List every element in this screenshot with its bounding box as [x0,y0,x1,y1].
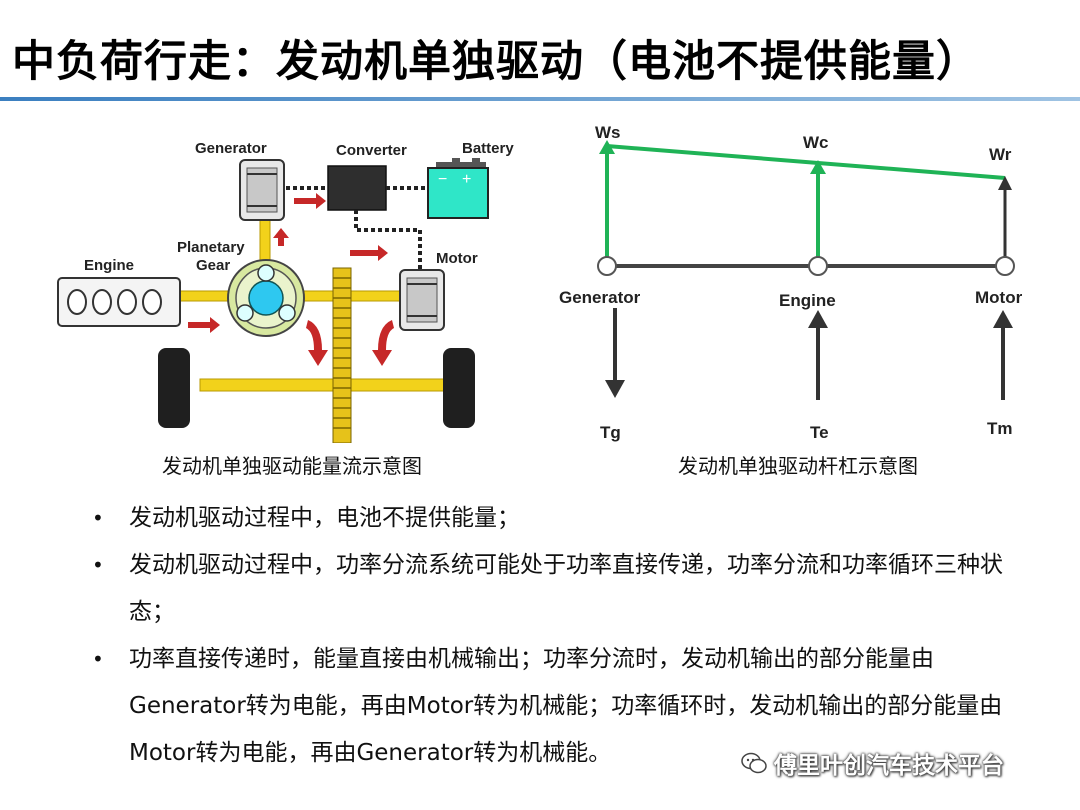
bullet-item: • 发动机驱动过程中，电池不提供能量； [92,495,1032,542]
generator-unit [239,159,285,221]
generator-label: Generator [195,140,267,157]
bullet-marker: • [92,647,104,671]
engine-label: Engine [84,257,134,274]
bullet-marker: • [92,553,104,577]
motor-unit [399,269,445,331]
battery-label: Battery [462,140,514,157]
bullet-text: 发动机驱动过程中，功率分流系统可能处于功率直接传递，功率分流和功率循环三种状态； [129,552,1003,625]
te-label: Te [810,423,829,442]
engine-block [57,277,181,327]
node-engine [808,256,828,276]
electrical-links [286,186,428,270]
motor-node-label: Motor [975,288,1023,307]
tg-arrowhead [605,380,625,398]
watermark: 傅里叶创汽车技术平台 [740,743,1004,783]
tg-label: Tg [600,423,621,442]
ws-label: Ws [595,123,621,142]
motor-label: Motor [436,250,478,267]
node-generator [597,256,617,276]
bullet-list: • 发动机驱动过程中，电池不提供能量； • 发动机驱动过程中，功率分流系统可能处… [92,495,1032,777]
planetary-gear [227,259,305,337]
gear-strip [332,267,352,443]
planetary-label-1: Planetary [177,239,245,256]
wr-label: Wr [989,145,1012,164]
left-caption: 发动机单独驱动能量流示意图 [162,454,422,478]
tm-label: Tm [987,419,1013,438]
bullet-item: • 功率直接传递时，能量直接由机械输出；功率分流时，发动机输出的部分能量由Gen… [92,636,1032,777]
converter-box [327,165,387,211]
ws-arrowhead [599,140,615,154]
energy-flow-arrows [188,193,394,366]
speed-line [606,144,1006,180]
converter-label: Converter [336,142,407,159]
title-underline [0,97,1080,101]
bullet-marker: • [92,506,104,530]
wc-label: Wc [803,133,829,152]
tm-arrowhead [993,310,1013,328]
energy-flow-diagram: Engine Generator Converter − + Battery P… [57,140,514,443]
wc-arrowhead [810,160,826,174]
bullet-item: • 发动机驱动过程中，功率分流系统可能处于功率直接传递，功率分流和功率循环三种状… [92,542,1032,636]
te-arrowhead [808,310,828,328]
wheels [158,348,475,428]
lever-diagram: Ws Wc Wr Generator Engine Motor Tg Te Tm [559,123,1023,442]
bullet-text: 功率直接传递时，能量直接由机械输出；功率分流时，发动机输出的部分能量由Gener… [129,646,1003,766]
battery-minus: − [438,171,447,188]
generator-node-label: Generator [559,288,641,307]
planetary-label-2: Gear [196,257,230,274]
bullet-text: 发动机驱动过程中，电池不提供能量； [129,505,520,531]
watermark-text: 傅里叶创汽车技术平台 [774,753,1004,779]
right-caption: 发动机单独驱动杆杠示意图 [678,454,918,478]
engine-node-label: Engine [779,291,836,310]
wechat-icon [741,752,767,774]
page-title: 中负荷行走：发动机单独驱动（电池不提供能量） [12,37,980,87]
battery-unit [427,158,489,219]
battery-plus: + [462,171,471,188]
node-motor [995,256,1015,276]
wr-arrowhead [998,176,1012,190]
